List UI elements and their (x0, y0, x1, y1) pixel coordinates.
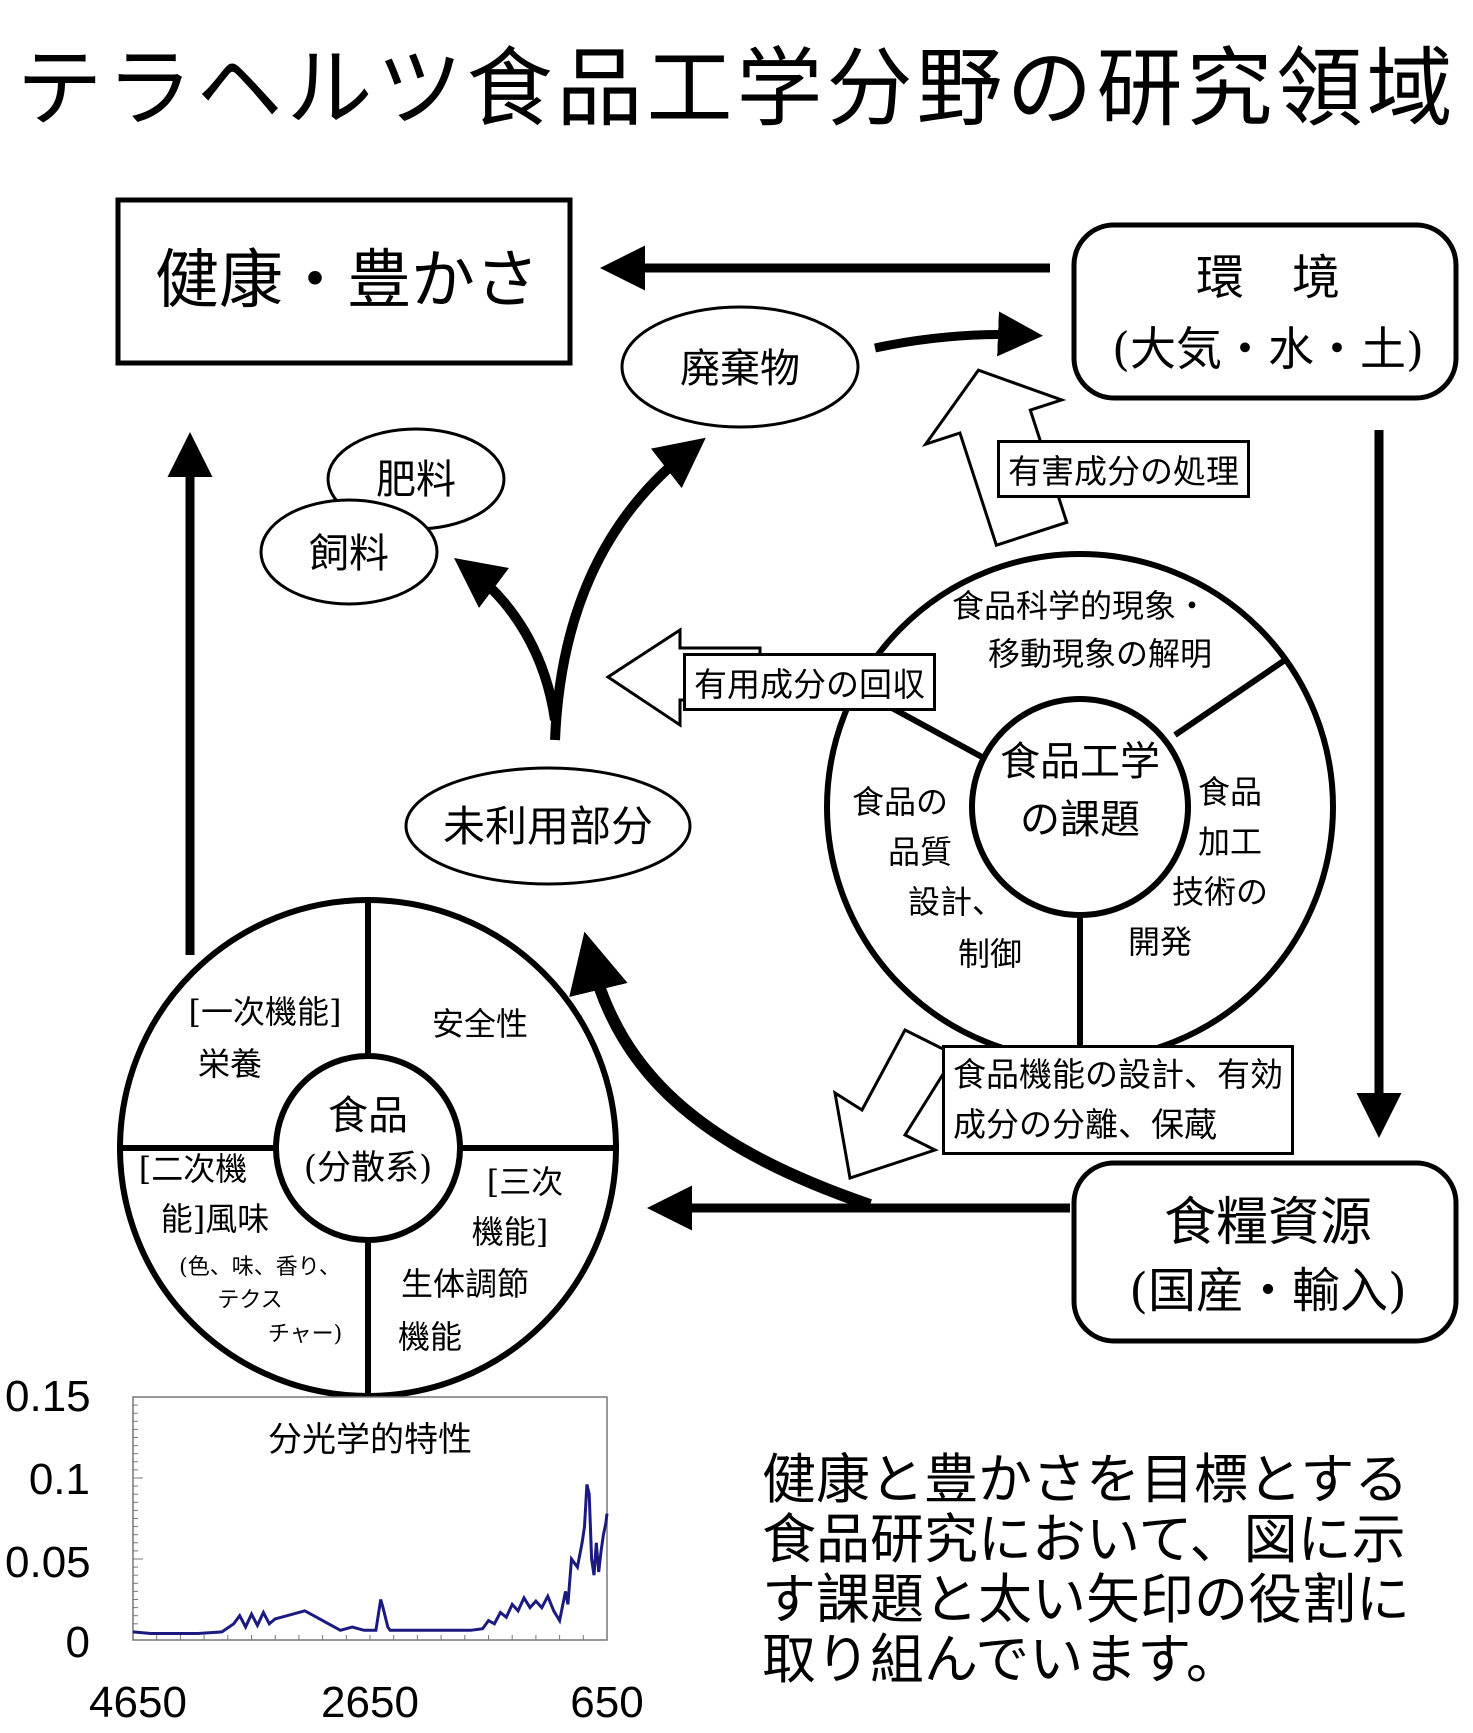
paragraph-line: 取り組んでいます。 (762, 1628, 1240, 1691)
challenges-right-line: 加工 (1197, 823, 1262, 861)
harmful-treatment-label: 有害成分の処理 (997, 440, 1250, 498)
food-q3-line1: [二次機 (138, 1150, 248, 1188)
waste-label: 廃棄物 (680, 346, 800, 392)
waste-to-env-arrow (874, 311, 1043, 357)
page-title: テラヘルツ食品工学分野の研究領域 (16, 39, 1457, 139)
challenges-center-line2: の課題 (1020, 797, 1140, 843)
design-separation-label: 食品機能の設計、有効 成分の分離、保蔵 (942, 1045, 1294, 1155)
challenges-center-line1: 食品工学 (1000, 739, 1160, 785)
health-label: 健康・豊かさ (155, 244, 539, 318)
food-q3-line5: チャー) (267, 1322, 343, 1347)
food-center-line1: 食品 (328, 1093, 408, 1139)
design-label-line2: 成分の分離、保蔵 (953, 1105, 1217, 1144)
paragraph-line: す課題と太い矢印の役割に (762, 1568, 1410, 1631)
feed-label: 飼料 (309, 531, 389, 577)
x-tick-label: 650 (570, 1678, 644, 1727)
description-paragraph: 健康と豊かさを目標とする 食品研究において、図に示 す課題と太い矢印の役割に 取… (762, 1450, 1452, 1690)
food-q3-line4: テクス (217, 1288, 283, 1313)
challenges-top-line1: 食品科学的現象・ (951, 587, 1208, 625)
y-tick-label: 0 (65, 1618, 90, 1667)
y-tick-label: 0.05 (5, 1538, 91, 1587)
design-hollow-arrow (832, 1028, 958, 1180)
challenges-left-line: 制御 (957, 935, 1022, 973)
food-resources-box (1071, 1160, 1459, 1344)
food-q1-line1: [一次機能] (188, 993, 342, 1031)
environment-label-line2: (大気・水・土) (1112, 322, 1424, 376)
food-resources-label-line2: (国産・輸入) (1129, 1263, 1407, 1319)
challenges-right-line: 食品 (1197, 773, 1262, 811)
resources-to-unused-arrow (569, 931, 872, 1211)
challenges-divider (1173, 655, 1290, 738)
chart-title: 分光学的特性 (268, 1420, 472, 1460)
food-resources-label-line1: 食糧資源 (1163, 1193, 1372, 1253)
challenges-left-line: 設計、 (907, 883, 1004, 921)
food-q3-line3: (色、味、香り、 (179, 1255, 341, 1280)
harmful-treatment-hollow-arrow (921, 368, 1069, 548)
waste-ellipse (620, 305, 860, 429)
food-q4-line3: 生体調節 (400, 1265, 529, 1303)
food-q4-line2: 機能] (471, 1213, 549, 1251)
spectrum-series-line (132, 1484, 609, 1635)
unused-to-waste-arrow (550, 437, 706, 741)
unused-part-ellipse (404, 766, 692, 886)
food-q4-line1: [三次 (486, 1163, 564, 1201)
spectrum-minor-ticks (132, 1396, 608, 1641)
challenges-left-line: 品質 (887, 833, 952, 871)
unused-to-feed-arrow (454, 557, 560, 721)
food-q4-line4: 機能 (397, 1318, 462, 1356)
challenges-left-line: 食品の (851, 783, 948, 821)
useful-recovery-label: 有用成分の回収 (683, 653, 936, 711)
environment-box (1071, 222, 1459, 401)
y-tick-label: 0.1 (28, 1455, 90, 1504)
challenges-right-line: 開発 (1127, 923, 1192, 961)
food-q1-line2: 栄養 (197, 1045, 262, 1083)
feed-ellipse (259, 498, 439, 606)
environment-label-line1: 環 境 (1195, 250, 1340, 306)
challenges-right-line: 技術の (1171, 873, 1268, 911)
food-q3-line2: 能]風味 (160, 1200, 270, 1238)
x-tick-label: 4650 (89, 1678, 187, 1727)
fertilizer-label: 肥料 (376, 457, 456, 503)
challenges-divider (890, 705, 984, 760)
paragraph-line: 食品研究において、図に示 (762, 1508, 1406, 1571)
food-q2-label: 安全性 (431, 1005, 528, 1043)
paragraph-line: 健康と豊かさを目標とする (762, 1448, 1409, 1511)
challenges-top-line2: 移動現象の解明 (987, 635, 1212, 673)
x-tick-label: 2650 (321, 1678, 419, 1727)
health-box (115, 197, 573, 366)
food-center-line2: (分散系) (303, 1148, 433, 1188)
unused-part-label: 未利用部分 (442, 802, 653, 851)
design-label-line1: 食品機能の設計、有効 (953, 1055, 1283, 1094)
y-tick-label: 0.15 (5, 1372, 91, 1421)
